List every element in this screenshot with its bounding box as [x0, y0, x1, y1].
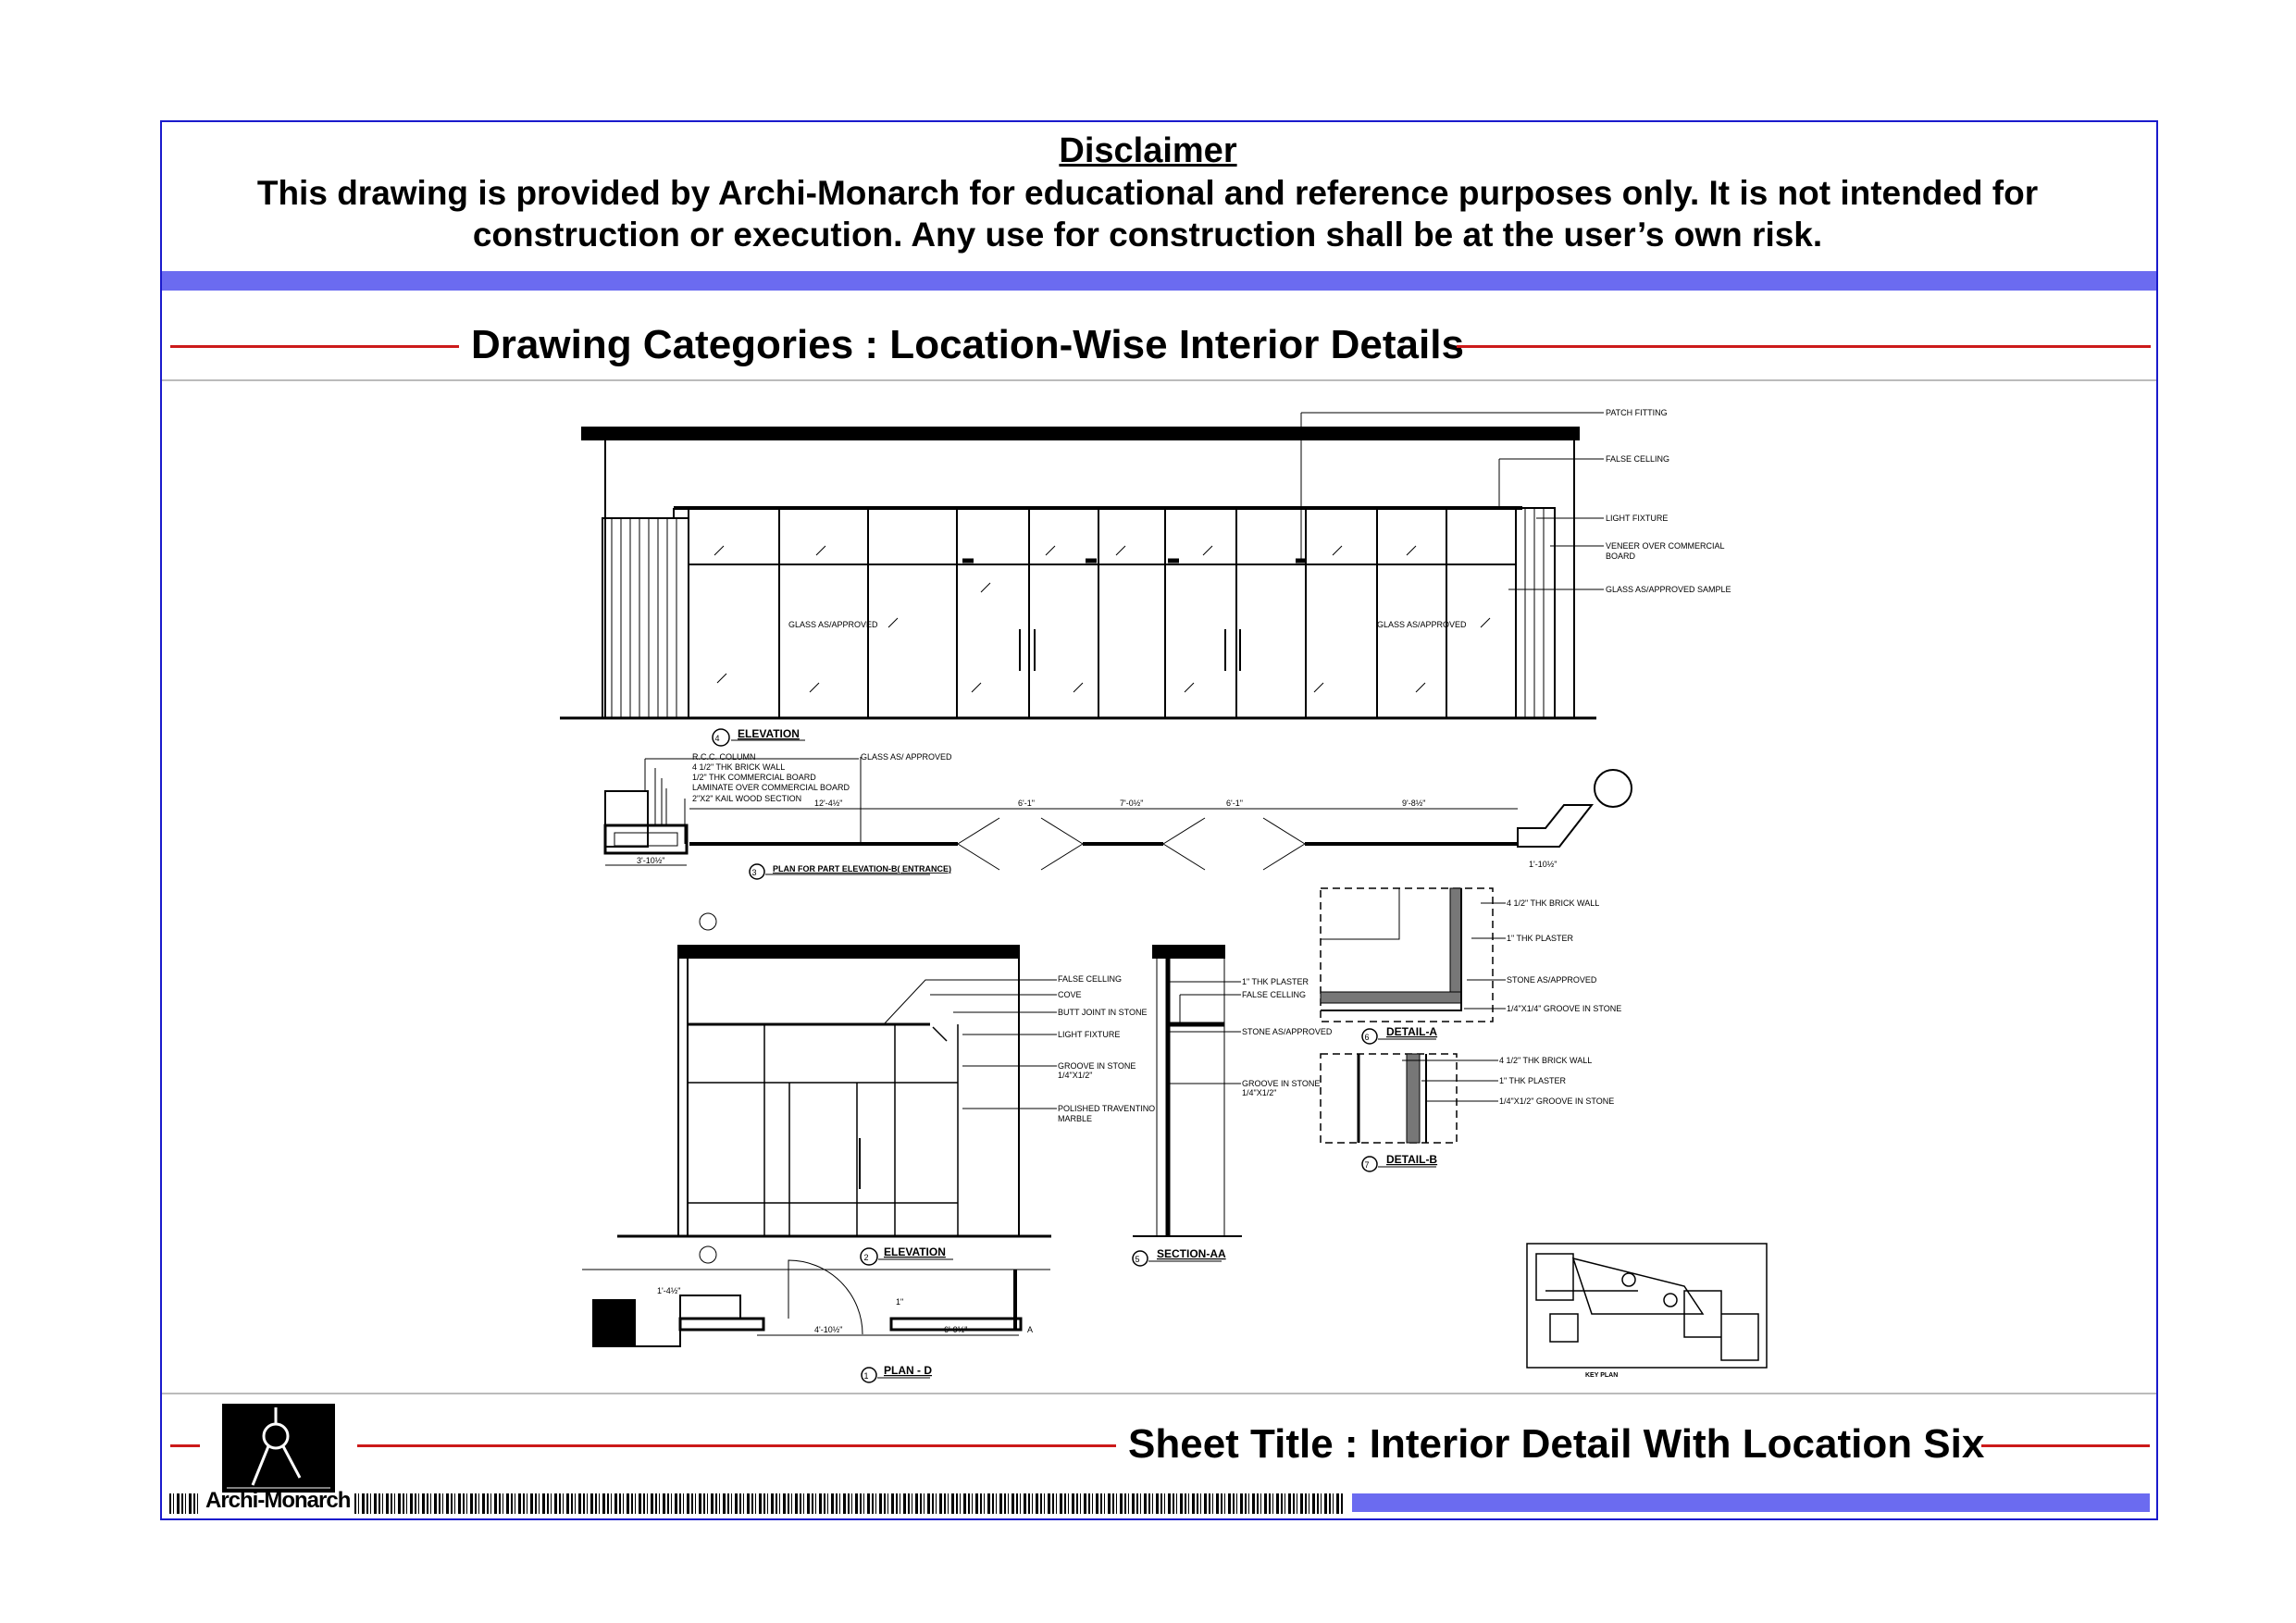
- key-plan-drawing: [1526, 1243, 1768, 1369]
- plan-3-labels: R.C.C. COLUMN 4 1/2" THK BRICK WALL 1/2"…: [637, 752, 1557, 877]
- dim: 1'-4½": [657, 1286, 680, 1295]
- plan-d-labels: 1'-4½" 1" 4'-10½" 6'-9½" A 1 PLAN - D: [657, 1286, 1033, 1381]
- detail-a-drawing: [1320, 887, 1506, 1045]
- panel-text-1: GLASS AS/APPROVED: [788, 620, 878, 629]
- footer-rule-right: [1981, 1444, 2150, 1447]
- dim: 6'-1": [1018, 799, 1035, 808]
- elevation-2-labels: FALSE CELLING COVE BUTT JOINT IN STONE L…: [863, 974, 1155, 1262]
- label: POLISHED TRAVENTINO: [1058, 1104, 1155, 1113]
- label: 4 1/2" THK BRICK WALL: [1499, 1056, 1592, 1065]
- label-false-ceiling: FALSE CELLING: [1606, 454, 1669, 464]
- section-aa-title: SECTION-AA: [1157, 1247, 1226, 1260]
- label: 1" THK PLASTER: [1242, 977, 1309, 986]
- footer-rule-middle: [357, 1444, 1116, 1447]
- footer-accent-bar: [1352, 1493, 2150, 1512]
- callout-1: 1: [863, 1371, 868, 1381]
- detail-b-drawing: [1320, 1053, 1498, 1172]
- label-rcc-column: R.C.C. COLUMN: [692, 752, 756, 762]
- disclaimer-line-1: This drawing is provided by Archi-Monarc…: [256, 174, 2039, 212]
- disclaimer-text: This drawing is provided by Archi-Monarc…: [222, 172, 2073, 255]
- callout-4: 4: [714, 734, 719, 743]
- brand-name: Archi-Monarch: [205, 1488, 351, 1513]
- disclaimer-title: Disclaimer: [1059, 131, 1237, 170]
- key-plan-title: KEY PLAN: [1585, 1372, 1618, 1379]
- label-glass-approved: GLASS AS/ APPROVED: [861, 752, 952, 762]
- dim: 9'-8½": [1402, 799, 1425, 808]
- label: FALSE CELLING: [1242, 990, 1306, 999]
- label-patch-fitting: PATCH FITTING: [1606, 408, 1668, 417]
- callout-2: 2: [863, 1253, 868, 1262]
- dim: 6'-1": [1226, 799, 1243, 808]
- label: LIGHT FIXTURE: [1058, 1030, 1120, 1039]
- elevation-4-title: ELEVATION: [738, 727, 800, 740]
- label: GROOVE IN STONE: [1242, 1079, 1320, 1088]
- plan-d-drawing: [582, 1259, 1050, 1383]
- label: 4 1/2" THK BRICK WALL: [1507, 898, 1599, 908]
- compass-logo-icon: [222, 1404, 335, 1493]
- callout-5: 5: [1135, 1255, 1139, 1264]
- label: 1/4"X1/2": [1058, 1071, 1092, 1080]
- section-aa-labels: 1" THK PLASTER FALSE CELLING STONE AS/AP…: [1135, 977, 1332, 1264]
- label: 1" THK PLASTER: [1507, 934, 1574, 943]
- sheet-border: [160, 120, 2158, 1520]
- label: 1/4"X1/4" GROOVE IN STONE: [1507, 1004, 1621, 1013]
- elevation-2-drawing: [617, 912, 1057, 1266]
- label: GROOVE IN STONE: [1058, 1061, 1136, 1071]
- heading-divider: [162, 379, 2156, 381]
- label: FALSE CELLING: [1058, 974, 1122, 984]
- dim: 1": [896, 1297, 903, 1307]
- plan-d-title: PLAN - D: [884, 1364, 932, 1377]
- label: 1" THK PLASTER: [1499, 1076, 1567, 1085]
- plan-3-drawing: [603, 757, 1632, 880]
- heading-rule-left: [170, 345, 459, 348]
- dim: 7'-0½": [1120, 799, 1143, 808]
- dim: 3'-10½": [637, 856, 664, 865]
- label-glass: GLASS AS/APPROVED SAMPLE: [1606, 585, 1731, 594]
- dim: 12'-4½": [814, 799, 842, 808]
- barcode-strip: [354, 1493, 1345, 1514]
- label-light-fixture: LIGHT FIXTURE: [1606, 514, 1668, 523]
- dim: 1'-10½": [1529, 860, 1557, 869]
- label: STONE AS/APPROVED: [1507, 975, 1597, 985]
- sheet-title: Sheet Title : Interior Detail With Locat…: [1128, 1421, 1985, 1467]
- header-accent-bar: [162, 271, 2156, 291]
- elevation-4-labels: PATCH FITTING FALSE CELLING LIGHT FIXTUR…: [714, 408, 1731, 743]
- elevation-4-drawing: [560, 412, 1604, 747]
- detail-b-title: DETAIL-B: [1386, 1153, 1437, 1166]
- disclaimer-line-2: construction or execution. Any use for c…: [472, 216, 1823, 254]
- callout-6: 6: [1364, 1033, 1369, 1042]
- footer-rule-left: [170, 1444, 200, 1447]
- label: COVE: [1058, 990, 1082, 999]
- section-aa-drawing: [1132, 945, 1242, 1267]
- detail-a-title: DETAIL-A: [1386, 1025, 1437, 1038]
- category-heading: Drawing Categories : Location-Wise Inter…: [471, 322, 1464, 367]
- elevation-2-title: ELEVATION: [884, 1245, 946, 1258]
- label: 1/4"X1/2": [1242, 1088, 1276, 1097]
- label: MARBLE: [1058, 1114, 1092, 1123]
- label: STONE AS/APPROVED: [1242, 1027, 1333, 1036]
- label-kail-wood: 2"X2" KAIL WOOD SECTION: [692, 794, 801, 803]
- detail-a-labels: 4 1/2" THK BRICK WALL 1" THK PLASTER STO…: [1364, 898, 1621, 1042]
- callout-3: 3: [751, 868, 756, 877]
- callout-7: 7: [1364, 1160, 1369, 1170]
- detail-b-labels: 4 1/2" THK BRICK WALL 1" THK PLASTER 1/4…: [1364, 1056, 1614, 1170]
- plan-3-title: PLAN FOR PART ELEVATION-B( ENTRANCE): [773, 864, 951, 873]
- label-veneer-2: BOARD: [1606, 551, 1636, 561]
- section-marker: A: [1027, 1325, 1033, 1334]
- label: BUTT JOINT IN STONE: [1058, 1008, 1148, 1017]
- panel-text-2: GLASS AS/APPROVED: [1377, 620, 1467, 629]
- label-commercial-board: 1/2" THK COMMERCIAL BOARD: [692, 773, 816, 782]
- label-laminate: LAMINATE OVER COMMERCIAL BOARD: [692, 783, 850, 792]
- barcode-strip-left: [169, 1493, 199, 1514]
- dim: 4'-10½": [814, 1325, 842, 1334]
- label-veneer: VENEER OVER COMMERCIAL: [1606, 541, 1725, 551]
- label: 1/4"X1/2" GROOVE IN STONE: [1499, 1096, 1614, 1106]
- dim: 6'-9½": [944, 1325, 967, 1334]
- label-brick-wall: 4 1/2" THK BRICK WALL: [692, 762, 785, 772]
- heading-rule-right: [1457, 345, 2151, 348]
- footer-divider: [162, 1393, 2156, 1394]
